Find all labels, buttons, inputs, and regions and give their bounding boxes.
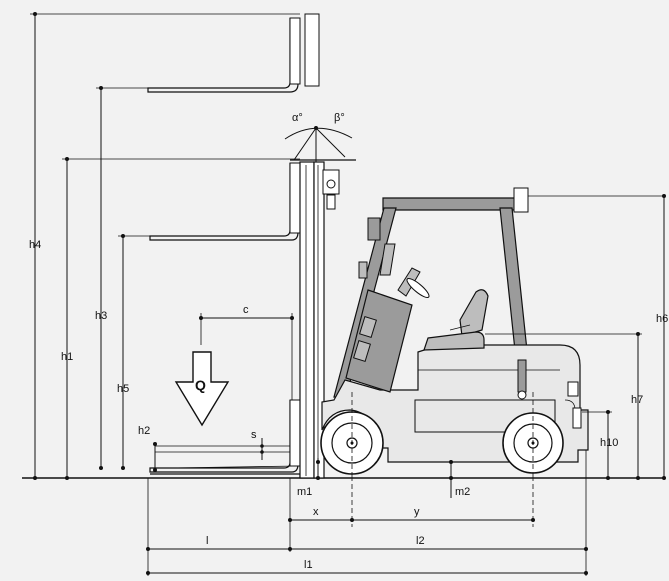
label-h7: h7 <box>631 394 643 406</box>
label-h6: h6 <box>656 313 668 325</box>
label-q: Q <box>195 377 206 393</box>
dim-h5 <box>118 234 150 470</box>
dim-c <box>199 313 294 400</box>
label-h1: h1 <box>61 351 73 363</box>
label-h5: h5 <box>117 383 129 395</box>
rear-hitch <box>572 407 582 429</box>
tilt-angle-marks <box>284 126 353 162</box>
dim-s <box>260 438 264 460</box>
dim-l-l2 <box>146 547 588 551</box>
operator-seat <box>423 289 489 351</box>
dim-h2 <box>153 442 157 472</box>
dim-h4 <box>30 12 300 480</box>
label-s: s <box>251 429 257 441</box>
label-l1: l1 <box>304 559 313 571</box>
label-c: c <box>243 304 249 316</box>
label-alpha: α° <box>292 112 303 124</box>
label-y: y <box>414 506 420 518</box>
label-l: l <box>206 535 208 547</box>
dim-h10 <box>582 410 612 480</box>
label-x: x <box>313 506 319 518</box>
dim-l1 <box>146 571 588 575</box>
dim-m2 <box>449 460 453 498</box>
mast <box>290 159 356 479</box>
load-arrow <box>174 351 230 427</box>
fork-mid-upper <box>149 162 301 241</box>
label-beta: β° <box>334 112 345 124</box>
dim-h6 <box>662 194 666 480</box>
fork-bottom <box>149 399 301 473</box>
dim-m1 <box>316 458 320 480</box>
label-h4: h4 <box>29 239 41 251</box>
dim-h1 <box>62 157 300 480</box>
label-m1: m1 <box>297 486 312 498</box>
lpg-tank-and-dash <box>345 217 430 393</box>
fork-top <box>147 13 320 93</box>
dim-x-y <box>288 518 535 522</box>
label-h2: h2 <box>138 425 150 437</box>
dim-h7 <box>485 332 642 480</box>
label-h10: h10 <box>600 437 618 449</box>
label-m2: m2 <box>455 486 470 498</box>
label-l2: l2 <box>416 535 425 547</box>
dim-h3 <box>96 86 148 470</box>
label-h3: h3 <box>95 310 107 322</box>
